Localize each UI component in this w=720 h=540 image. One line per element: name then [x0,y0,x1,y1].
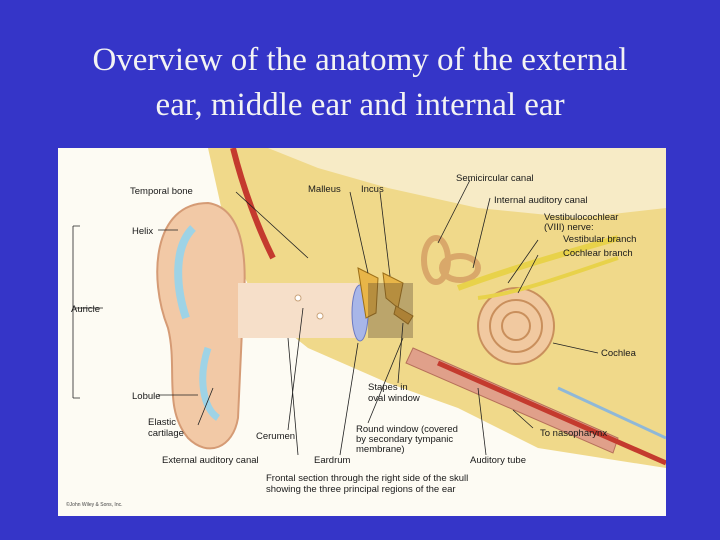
slide-title: Overview of the anatomy of the external … [0,38,720,128]
middle-ear-cavity [368,283,413,338]
label-internal-auditory-canal: Internal auditory canal [494,195,587,206]
label-semicircular-canal: Semicircular canal [456,173,534,184]
caption-line-1: Frontal section through the right side o… [266,473,468,484]
label-lobule: Lobule [132,391,161,402]
label-auricle: Auricle [71,304,100,315]
ear-anatomy-illustration: Temporal bone Malleus Incus Semicircular… [58,148,666,516]
label-vestibular-branch: Vestibular branch [563,234,636,245]
title-line-2: ear, middle ear and internal ear [0,83,720,128]
label-helix: Helix [132,226,153,237]
label-auditory-tube: Auditory tube [470,455,526,466]
label-cerumen: Cerumen [256,431,295,442]
label-stapes-1: Stapes in [368,382,408,393]
label-elastic-2: cartilage [148,428,184,439]
title-line-1: Overview of the anatomy of the external [0,38,720,83]
label-vestibulocochlear-2: (VIII) nerve: [544,222,594,233]
copyright-text: ©John Wiley & Sons, Inc. [66,501,122,508]
cerumen-dot-1 [295,295,301,301]
label-elastic-1: Elastic [148,417,176,428]
label-stapes-2: oval window [368,393,420,404]
label-to-nasopharynx: To nasopharynx [540,428,607,439]
cerumen-dot-2 [317,313,323,319]
label-external-auditory-canal: External auditory canal [162,455,259,466]
external-auditory-canal-shape [238,283,366,338]
label-eardrum: Eardrum [314,455,351,466]
label-incus: Incus [361,184,384,195]
ear-anatomy-figure: Temporal bone Malleus Incus Semicircular… [58,148,666,516]
label-cochlear-branch: Cochlear branch [563,248,633,259]
label-round-window-3: membrane) [356,444,405,455]
label-malleus: Malleus [308,184,341,195]
label-cochlea: Cochlea [601,348,637,359]
caption-line-2: showing the three principal regions of t… [266,484,456,495]
label-temporal-bone: Temporal bone [130,186,193,197]
